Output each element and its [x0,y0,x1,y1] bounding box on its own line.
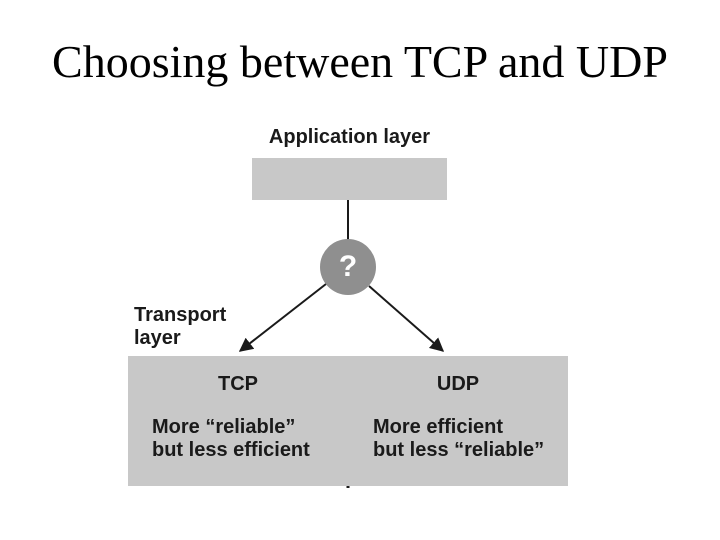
decision-node: ? [320,239,376,295]
tcp-description: More “reliable” but less efficient [152,416,310,461]
question-mark: ? [338,250,358,283]
page-title: Choosing between TCP and UDP [52,36,668,87]
application-layer-box [252,158,447,200]
transport-layer-box [128,356,568,486]
tcp-label: TCP [218,373,258,395]
decision-to-udp-arrow [368,285,445,352]
udp-description: More efficient but less “reliable” [373,416,545,461]
decision-to-tcp-arrow [238,283,327,352]
application-layer-label: Application layer [268,126,431,148]
udp-label: UDP [436,373,480,395]
transport-layer-label: Transport layer [134,304,227,349]
